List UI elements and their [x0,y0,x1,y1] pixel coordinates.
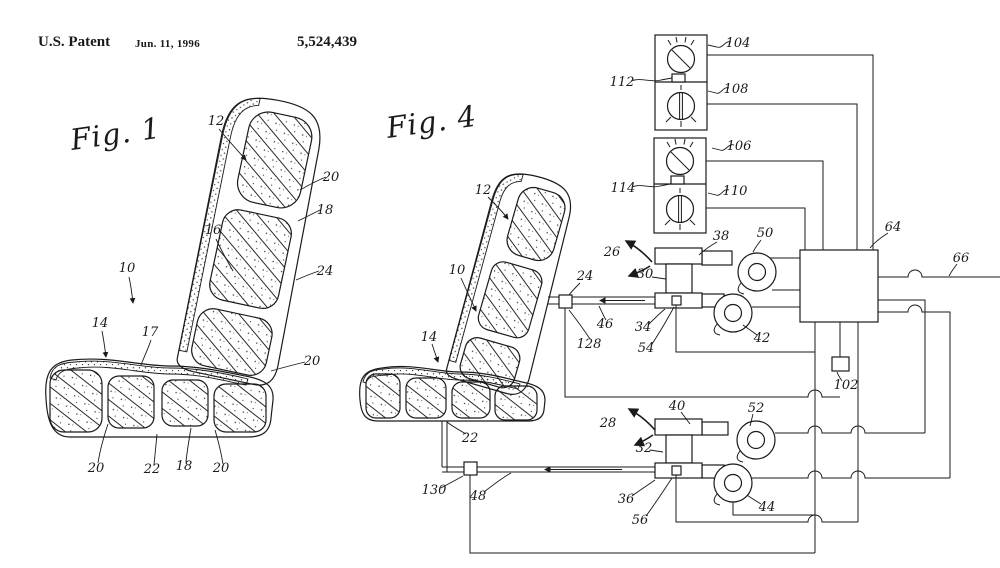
sensor-54 [671,295,682,306]
ref-label: 22 [143,462,161,477]
fig4-seat-back [445,173,572,395]
component-102 [831,356,850,372]
fig4-labels: 104 112 108 106 114 110 12 10 14 24 26 3… [421,36,970,528]
upper-duct-assembly [654,247,777,336]
ref-label: 10 [449,263,466,278]
ref-label: 24 [316,264,334,279]
ref-label: 17 [142,325,159,340]
knob-panel-upper [654,34,708,131]
ref-label: 104 [726,36,751,51]
control-box-64 [799,249,879,323]
ref-label: 40 [668,399,686,414]
airflow-arrows [624,240,656,447]
fig4-leaders [431,41,958,517]
blower-52 [736,420,776,463]
ref-label: 106 [727,139,752,154]
connector-130 [463,461,478,476]
ref-label: 12 [475,183,492,198]
temp-knob-icon [666,36,696,74]
ref-label: 46 [596,317,614,332]
panel-wires [706,54,874,250]
patent-number: 5,524,439 [297,34,357,50]
blower-42 [713,293,753,336]
ref-label: 38 [713,229,730,244]
ref-label: 36 [618,492,635,507]
ref-label: 14 [421,330,438,345]
wiring-harness [469,257,1000,554]
duct-46 [548,294,655,309]
fig4-seat: Fig. 4 [359,99,572,422]
temp-knob-icon [665,138,695,176]
fig1-leaders [97,128,327,466]
ref-label: 20 [303,354,321,369]
ref-label: 30 [637,267,654,282]
ref-label: 16 [205,223,222,238]
fig1-seat-bottom [45,358,274,438]
ref-label: 54 [638,341,655,356]
ref-label: 66 [953,251,970,266]
fig1-seat-back [176,97,321,386]
ref-label: 32 [636,441,653,456]
fan-knob-icon [664,188,696,230]
ref-label: 56 [632,513,649,528]
patent-date: Jun. 11, 1996 [135,38,200,50]
fig1-caption: Fig. 1 [67,111,163,157]
ref-label: 20 [212,461,230,476]
blower-44 [713,463,753,506]
ref-label: 114 [611,181,636,196]
ref-label: 108 [724,82,749,97]
ref-label: 28 [599,416,617,431]
ref-label: 20 [322,170,340,185]
ref-label: 42 [753,331,771,346]
fig1-labels: 12 20 18 16 10 24 14 17 20 20 22 18 20 [87,114,340,477]
ref-label: 112 [610,75,635,90]
ref-label: 44 [758,500,776,515]
ref-label: 64 [885,220,902,235]
ref-label: 130 [422,483,447,498]
ref-label: 24 [576,269,594,284]
patent-title: U.S. Patent [38,34,110,50]
ref-label: 50 [757,226,774,241]
ref-label: 18 [176,459,193,474]
ref-label: 34 [635,320,652,335]
blower-50 [737,252,777,295]
fig1-drawing: Fig. 1 [45,97,327,466]
lower-duct-assembly [654,418,776,506]
ref-label: 18 [317,203,334,218]
duct-48 [441,421,655,476]
sensor-56 [671,465,682,476]
ref-label: 102 [834,378,859,393]
fig4-schematic [431,34,1000,554]
ref-label: 128 [577,337,602,352]
ref-label: 26 [603,245,621,260]
ref-label: 22 [461,431,479,446]
ref-label: 110 [723,184,748,199]
ref-label: 52 [748,401,765,416]
ref-label: 12 [208,114,225,129]
connector-128 [558,294,573,309]
ref-label: 48 [469,489,487,504]
fan-knob-icon [665,85,697,127]
ref-label: 14 [92,316,109,331]
fig4-seat-bottom [359,365,546,422]
ref-label: 10 [119,261,136,276]
ref-label: 20 [87,461,105,476]
fig4-caption: Fig. 4 [383,99,479,145]
